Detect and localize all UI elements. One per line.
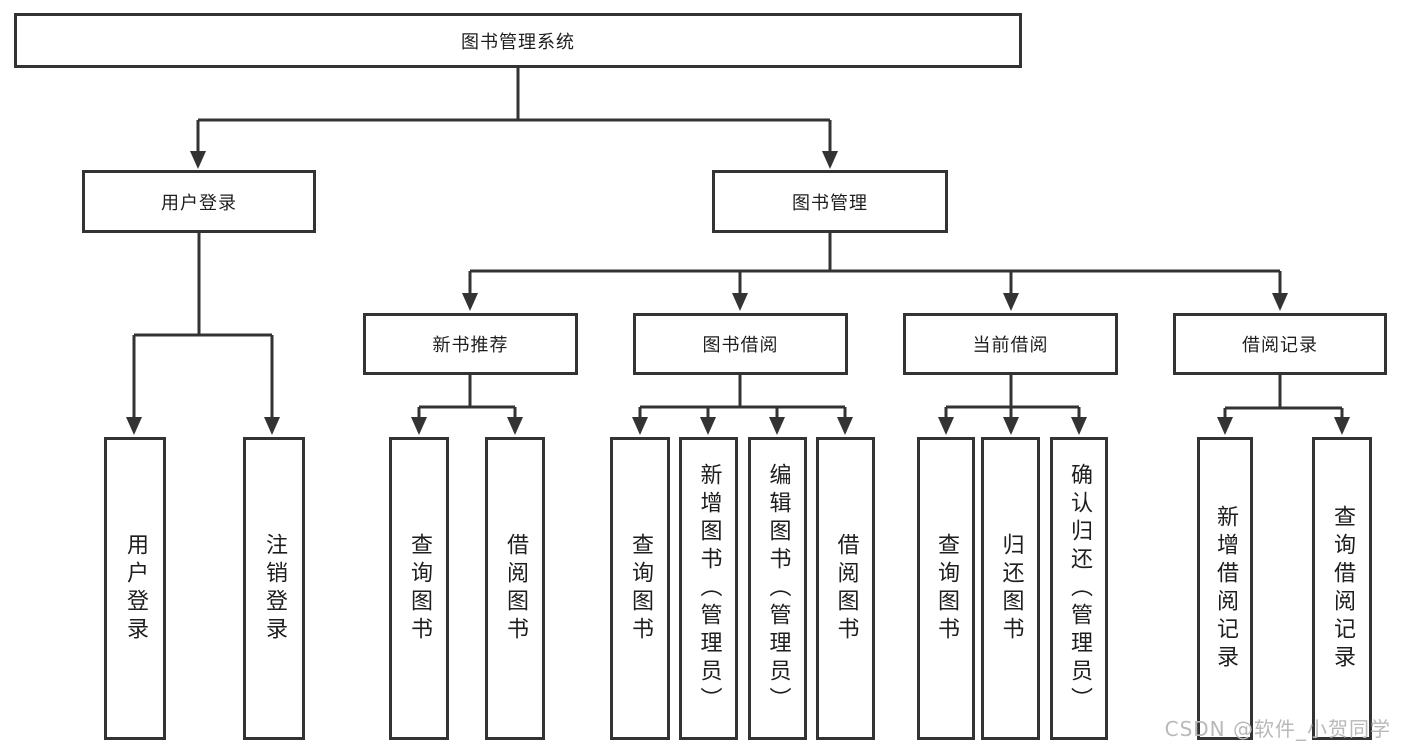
- node-user-login-leaf: 用户登录: [104, 437, 166, 740]
- node-book-borrow: 图书借阅: [633, 313, 848, 375]
- node-confirm-return-admin: 确认归还（管理员）: [1050, 437, 1108, 740]
- node-logout-leaf: 注销登录: [243, 437, 305, 740]
- node-label: 编辑图书（管理员）: [765, 462, 791, 715]
- node-book-management: 图书管理: [712, 170, 948, 233]
- node-query-books-borrow: 查询图书: [610, 437, 670, 740]
- node-add-borrow-record: 新增借阅记录: [1197, 437, 1253, 740]
- node-query-borrow-record: 查询借阅记录: [1312, 437, 1372, 740]
- csdn-watermark: CSDN @软件_小贺同学: [1164, 717, 1391, 741]
- node-label: 图书管理: [792, 192, 868, 214]
- node-label: 查询图书: [407, 532, 432, 645]
- node-edit-book-admin: 编辑图书（管理员）: [748, 437, 807, 740]
- node-user-login: 用户登录: [82, 170, 316, 233]
- node-label: 新增图书（管理员）: [696, 462, 722, 715]
- node-borrow-records: 借阅记录: [1173, 313, 1387, 375]
- node-label: 借阅图书: [833, 532, 859, 645]
- node-current-borrow: 当前借阅: [903, 313, 1118, 375]
- node-query-books-newbook: 查询图书: [389, 437, 449, 740]
- node-borrow-books-borrow: 借阅图书: [816, 437, 875, 740]
- node-label: 新增借阅记录: [1213, 504, 1238, 673]
- node-query-books-current: 查询图书: [917, 437, 975, 740]
- node-label: 图书借阅: [702, 335, 779, 356]
- node-label: 用户登录: [161, 192, 237, 214]
- node-label: 注销登录: [262, 532, 287, 645]
- node-label: 查询图书: [934, 532, 959, 645]
- node-borrow-books-newbook: 借阅图书: [485, 437, 545, 740]
- node-new-book-recommend: 新书推荐: [363, 313, 578, 375]
- node-label: 查询图书: [628, 532, 653, 645]
- node-label: 归还图书: [998, 532, 1024, 645]
- node-label: 当前借阅: [972, 335, 1049, 356]
- node-return-book: 归还图书: [981, 437, 1040, 740]
- node-label: 查询借阅记录: [1330, 504, 1355, 673]
- node-label: 用户登录: [123, 532, 148, 645]
- node-add-book-admin: 新增图书（管理员）: [679, 437, 738, 740]
- node-label: 图书管理系统: [461, 31, 575, 53]
- node-label: 借阅图书: [503, 532, 528, 645]
- node-root-system: 图书管理系统: [14, 13, 1022, 68]
- node-label: 新书推荐: [432, 335, 509, 356]
- node-label: 借阅记录: [1242, 335, 1318, 356]
- node-label: 确认归还（管理员）: [1067, 462, 1092, 715]
- arrowhead-icons: [126, 151, 1350, 435]
